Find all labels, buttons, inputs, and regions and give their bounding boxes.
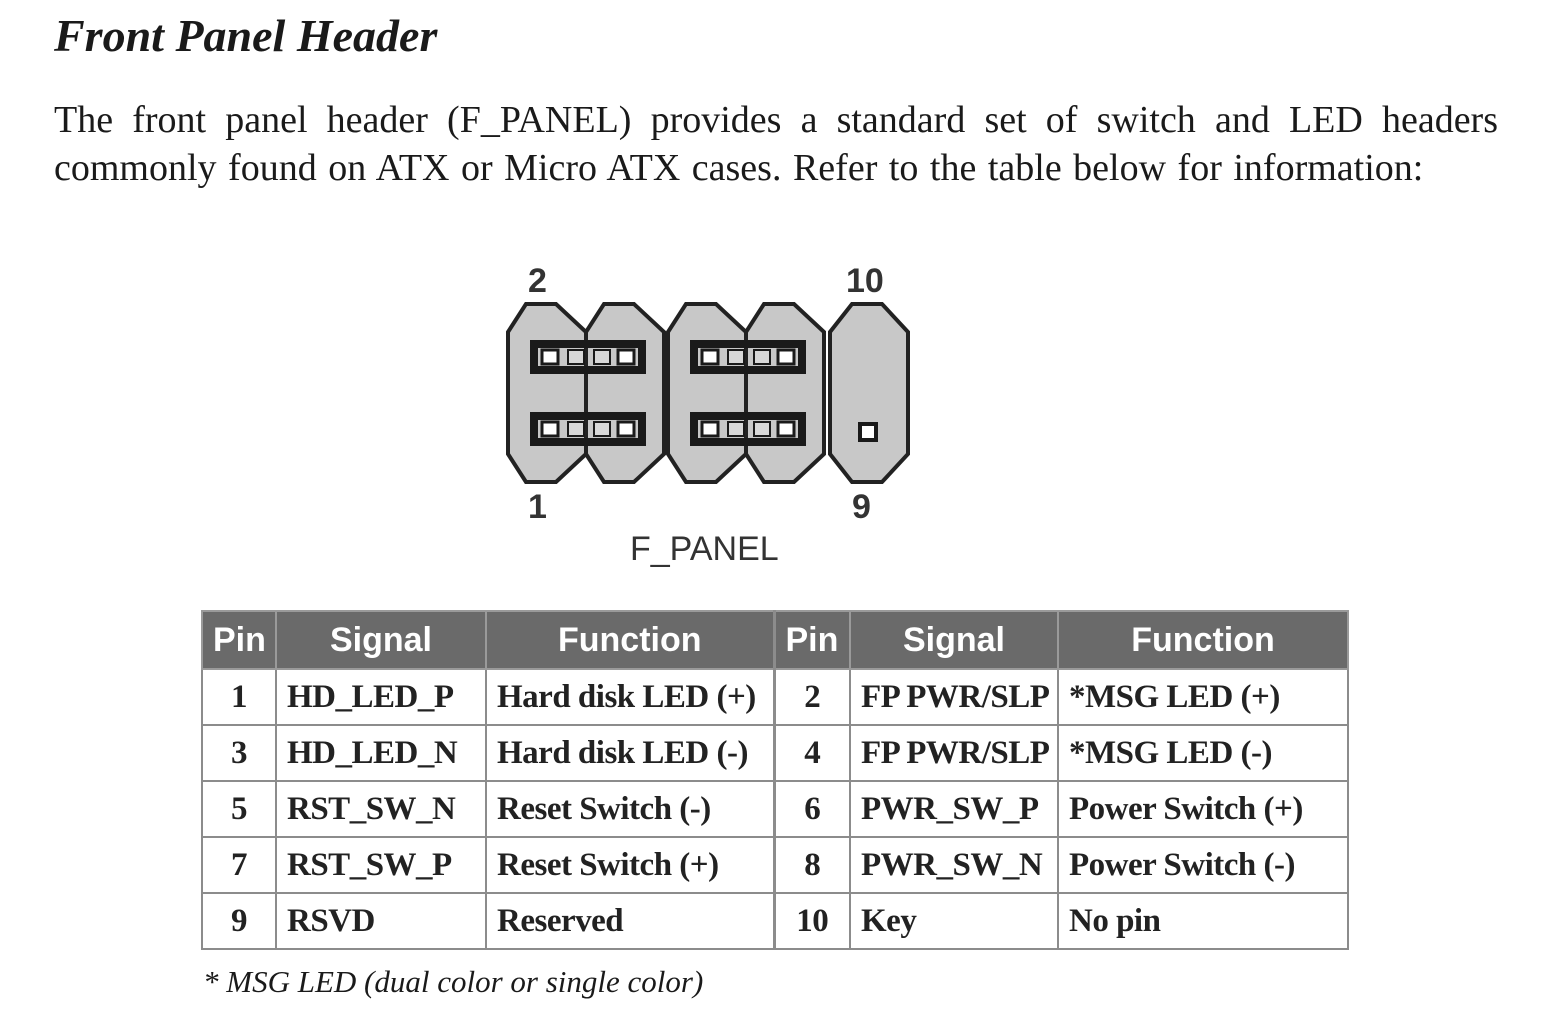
intro-paragraph: The front panel header (F_PANEL) provide… xyxy=(54,99,1498,189)
pin-pair-bottom-left xyxy=(530,412,646,446)
signal-name: FP PWR/SLP xyxy=(849,724,1059,782)
table-row: 5 RST_SW_N Reset Switch (-) 6 PWR_SW_P P… xyxy=(201,780,1349,838)
signal-name: RSVD xyxy=(275,892,487,950)
pin-number: 3 xyxy=(201,724,277,782)
signal-name: HD_LED_N xyxy=(275,724,487,782)
header-pin-right: Pin xyxy=(772,610,851,670)
pin-3 xyxy=(616,420,636,438)
connector-column-3 xyxy=(666,302,748,484)
function-name: Reset Switch (+) xyxy=(485,836,775,894)
function-name: Power Switch (-) xyxy=(1057,836,1349,894)
table-row: 9 RSVD Reserved 10 Key No pin xyxy=(201,892,1349,950)
pin-assignment-table: Pin Signal Function Pin Signal Function … xyxy=(201,610,1349,950)
pin-9 xyxy=(858,422,878,442)
pin-label-2: 2 xyxy=(528,262,547,300)
pin-number: 1 xyxy=(201,668,277,726)
pin-label-1: 1 xyxy=(528,488,547,526)
page-title: Front Panel Header xyxy=(54,10,438,61)
pin-4 xyxy=(616,348,636,366)
connector-column-5 xyxy=(828,302,910,484)
connector-column-2 xyxy=(584,302,666,484)
pin-1 xyxy=(540,420,560,438)
pin-number: 2 xyxy=(772,668,851,726)
table-row: 7 RST_SW_P Reset Switch (+) 8 PWR_SW_N P… xyxy=(201,836,1349,894)
pin-pair-top-mid xyxy=(690,340,806,374)
header-signal-right: Signal xyxy=(849,610,1059,670)
pin-8 xyxy=(776,348,796,366)
footnote: * MSG LED (dual color or single color) xyxy=(203,964,704,999)
table-row: 3 HD_LED_N Hard disk LED (-) 4 FP PWR/SL… xyxy=(201,724,1349,782)
pin-number: 4 xyxy=(772,724,851,782)
signal-name: PWR_SW_N xyxy=(849,836,1059,894)
signal-name: HD_LED_P xyxy=(275,668,487,726)
header-pin-left: Pin xyxy=(201,610,277,670)
header-function-left: Function xyxy=(485,610,775,670)
table-row: 1 HD_LED_P Hard disk LED (+) 2 FP PWR/SL… xyxy=(201,668,1349,726)
pin-5 xyxy=(700,420,720,438)
pin-pairs xyxy=(530,340,806,446)
function-name: Hard disk LED (-) xyxy=(485,724,775,782)
connector-shells xyxy=(506,302,910,484)
pin-number: 6 xyxy=(772,780,851,838)
pin-number: 8 xyxy=(772,836,851,894)
pin-pair-bottom-mid xyxy=(690,412,806,446)
header-signal-left: Signal xyxy=(275,610,487,670)
pin-label-9: 9 xyxy=(852,488,871,526)
pin-pair-top-left xyxy=(530,340,646,374)
pin-squares xyxy=(540,348,878,442)
connector-column-4 xyxy=(744,302,826,484)
signal-name: FP PWR/SLP xyxy=(849,668,1059,726)
pin-label-10: 10 xyxy=(846,262,884,300)
f-panel-diagram: 2 10 1 9 xyxy=(490,254,930,584)
function-name: No pin xyxy=(1057,892,1349,950)
pin-2 xyxy=(540,348,560,366)
table-header-row: Pin Signal Function Pin Signal Function xyxy=(201,610,1349,670)
signal-name: PWR_SW_P xyxy=(849,780,1059,838)
f-panel-connector-svg: 2 10 1 9 xyxy=(506,262,910,568)
function-name: Reset Switch (-) xyxy=(485,780,775,838)
function-name: Reserved xyxy=(485,892,775,950)
pin-6 xyxy=(700,348,720,366)
pin-number: 5 xyxy=(201,780,277,838)
connector-label: F_PANEL xyxy=(630,530,779,568)
pin-7 xyxy=(776,420,796,438)
function-name: Hard disk LED (+) xyxy=(485,668,775,726)
signal-name: RST_SW_N xyxy=(275,780,487,838)
signal-name: Key xyxy=(849,892,1059,950)
header-function-right: Function xyxy=(1057,610,1349,670)
signal-name: RST_SW_P xyxy=(275,836,487,894)
function-name: *MSG LED (+) xyxy=(1057,668,1349,726)
connector-column-1 xyxy=(506,302,588,484)
function-name: Power Switch (+) xyxy=(1057,780,1349,838)
pin-inner-markers xyxy=(567,349,771,437)
pin-number: 7 xyxy=(201,836,277,894)
pin-number: 10 xyxy=(772,892,851,950)
function-name: *MSG LED (-) xyxy=(1057,724,1349,782)
pin-number: 9 xyxy=(201,892,277,950)
